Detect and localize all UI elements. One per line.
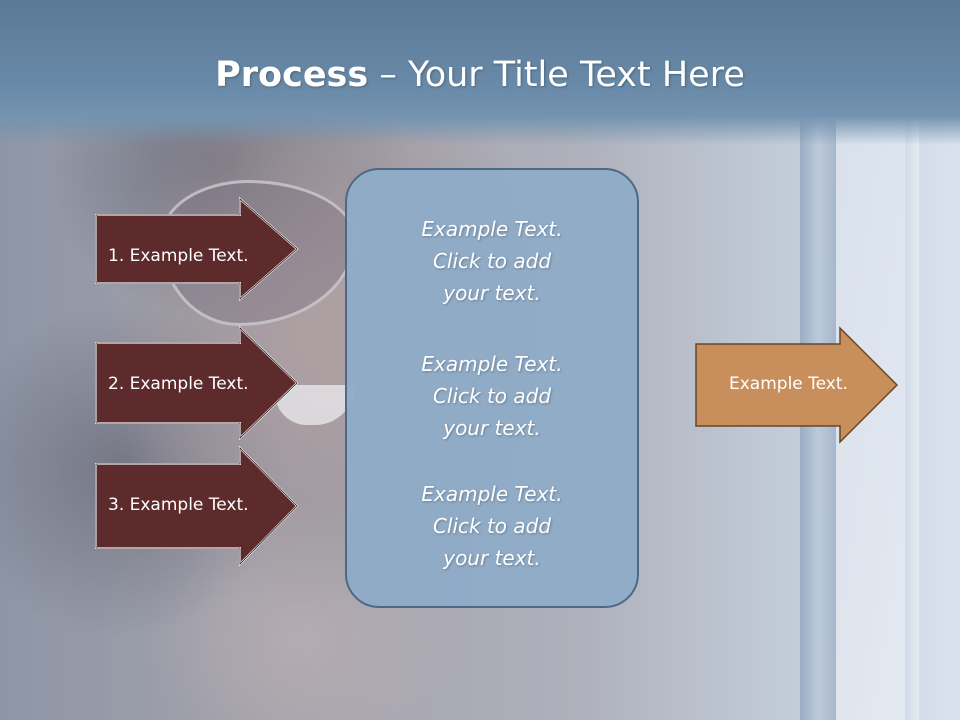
center-text-box[interactable]	[345, 168, 639, 608]
center-item-2-line1: Example Text.	[421, 352, 563, 376]
left-arrow-1[interactable]	[94, 197, 300, 301]
center-item-3-line3: your text.	[443, 546, 541, 570]
center-item-1[interactable]: Example Text. Click to add your text.	[345, 213, 639, 309]
center-item-3-line2: Click to add	[432, 514, 552, 538]
title-rest: – Your Title Text Here	[368, 55, 745, 95]
left-arrow-2[interactable]	[94, 326, 300, 440]
center-item-1-line3: your text.	[443, 281, 541, 305]
left-arrow-2-label: 2. Example Text.	[108, 374, 249, 394]
right-arrow-label: Example Text.	[729, 374, 848, 394]
center-item-2[interactable]: Example Text. Click to add your text.	[345, 348, 639, 444]
center-item-2-line3: your text.	[443, 416, 541, 440]
slide-title[interactable]: Process – Your Title Text Here	[0, 52, 960, 98]
header-band	[0, 0, 960, 145]
background-window-edge	[905, 120, 919, 720]
right-arrow[interactable]	[694, 326, 900, 446]
center-item-1-line2: Click to add	[432, 249, 552, 273]
left-arrow-1-label: 1. Example Text.	[108, 246, 249, 266]
center-item-1-line1: Example Text.	[421, 217, 563, 241]
left-arrow-3-label: 3. Example Text.	[108, 495, 249, 515]
center-item-2-line2: Click to add	[432, 384, 552, 408]
center-item-3[interactable]: Example Text. Click to add your text.	[345, 478, 639, 574]
center-item-3-line1: Example Text.	[421, 482, 563, 506]
left-arrow-3[interactable]	[94, 446, 300, 566]
title-bold-part: Process	[215, 55, 369, 95]
